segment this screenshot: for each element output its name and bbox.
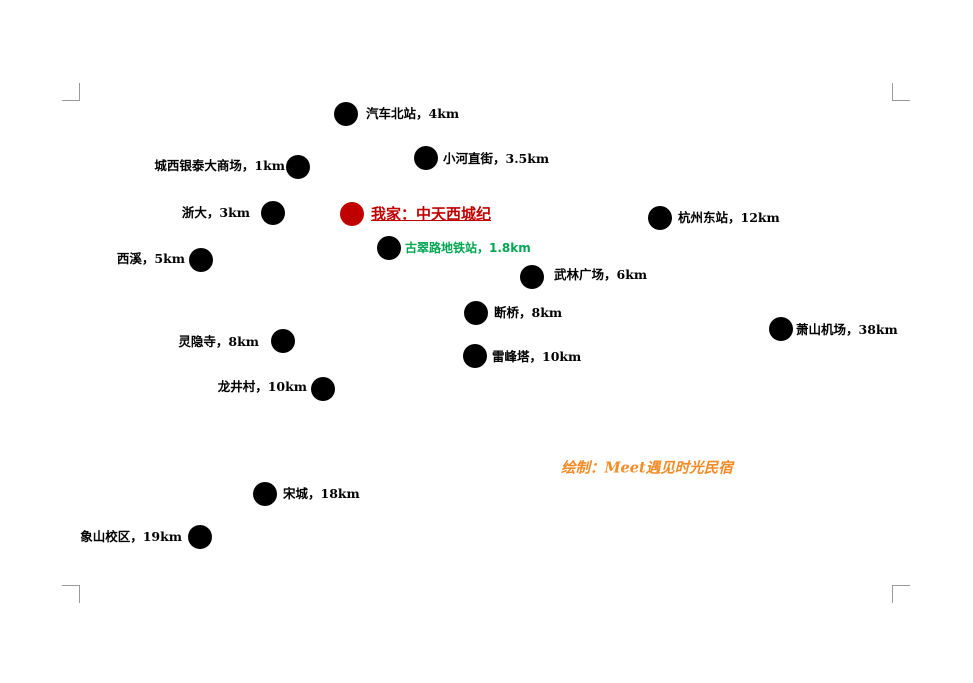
place-label: 灵隐寺，8km <box>178 334 259 349</box>
place-label: 武林广场，6km <box>554 267 648 282</box>
place-marker <box>520 265 544 289</box>
place-label: 龙井村，10km <box>217 379 307 394</box>
place-label: 象山校区，19km <box>80 529 182 544</box>
metro-marker <box>377 236 401 260</box>
place-label: 汽车北站，4km <box>366 106 460 121</box>
place-marker <box>188 525 212 549</box>
credit-text: 绘制：Meet遇见时光民宿 <box>561 459 733 477</box>
place-label: 浙大，3km <box>181 205 250 220</box>
place-label: 雷峰塔，10km <box>492 349 582 364</box>
place-marker <box>271 329 295 353</box>
place-label: 城西银泰大商场，1km <box>154 158 285 173</box>
place-marker <box>334 102 358 126</box>
crop-mark-top-left <box>62 83 80 101</box>
place-marker <box>463 344 487 368</box>
place-marker <box>648 206 672 230</box>
home-marker <box>340 202 364 226</box>
place-marker <box>286 155 310 179</box>
place-label: 萧山机场，38km <box>796 322 898 337</box>
crop-mark-top-right <box>892 83 910 101</box>
crop-mark-bottom-left <box>62 585 80 603</box>
place-label: 西溪，5km <box>116 251 185 266</box>
place-marker <box>464 301 488 325</box>
place-label: 杭州东站，12km <box>678 210 780 225</box>
place-marker <box>414 146 438 170</box>
place-label: 宋城，18km <box>283 486 360 501</box>
place-marker <box>769 317 793 341</box>
place-label: 断桥，8km <box>494 305 563 320</box>
home-label: 我家：中天西城纪 <box>371 205 492 223</box>
place-marker <box>261 201 285 225</box>
place-label: 小河直街，3.5km <box>443 151 550 166</box>
place-marker <box>189 248 213 272</box>
metro-label: 古翠路地铁站，1.8km <box>405 241 531 255</box>
crop-mark-bottom-right <box>892 585 910 603</box>
place-marker <box>311 377 335 401</box>
place-marker <box>253 482 277 506</box>
